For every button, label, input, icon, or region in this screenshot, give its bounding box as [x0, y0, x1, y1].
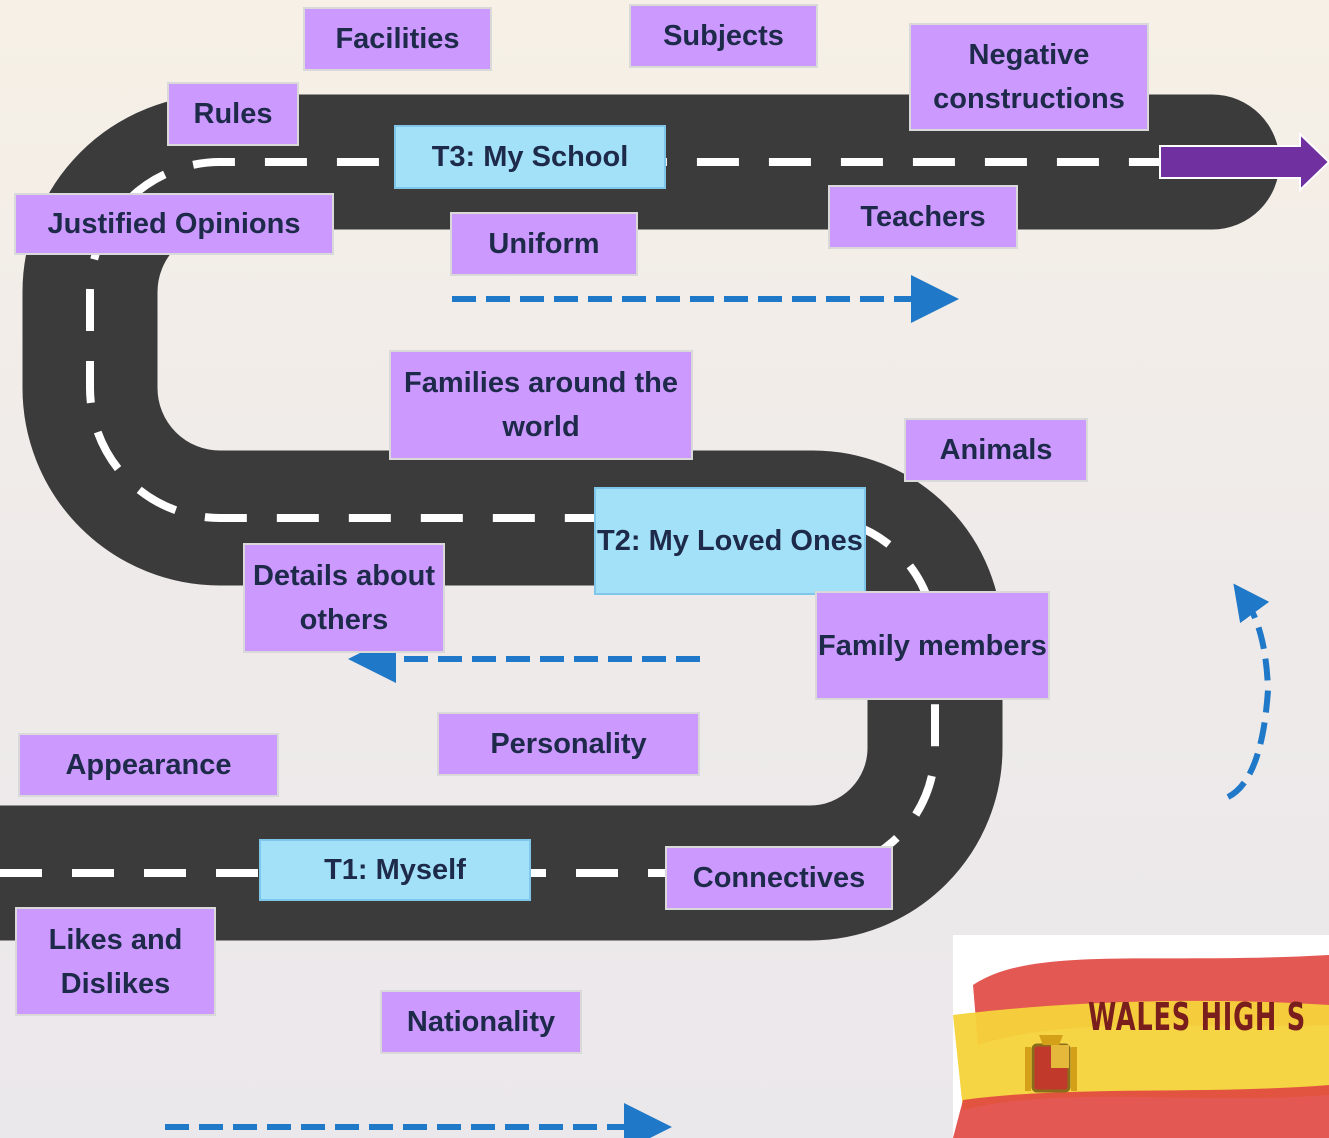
- term-label-t1: T1: Myself: [259, 839, 531, 901]
- term-label-t2: T2: My Loved Ones: [594, 487, 866, 595]
- topic-likes-and-dislikes: Likes and Dislikes: [15, 907, 216, 1016]
- school-name: WALES HIGH S: [1088, 995, 1306, 1039]
- direction-arrow-curved: [1226, 583, 1272, 800]
- topic-animals: Animals: [904, 418, 1088, 482]
- topic-connectives: Connectives: [665, 846, 893, 910]
- topic-family-members: Family members: [815, 591, 1050, 700]
- topic-families-around-the-world: Families around the world: [389, 350, 693, 460]
- topic-justified-opinions: Justified Opinions: [14, 193, 334, 255]
- topic-rules: Rules: [167, 82, 299, 146]
- topic-details-about-others: Details about others: [243, 543, 445, 653]
- coat-of-arms-icon: [1025, 1035, 1077, 1093]
- exit-arrow: [1159, 131, 1329, 193]
- topic-facilities: Facilities: [303, 7, 492, 71]
- topic-negative-constructions: Negative constructions: [909, 23, 1149, 131]
- topic-teachers: Teachers: [828, 185, 1018, 249]
- topic-personality: Personality: [437, 712, 700, 776]
- school-logo: WALES HIGH S: [953, 935, 1329, 1138]
- topic-subjects: Subjects: [629, 4, 818, 68]
- term-label-t3: T3: My School: [394, 125, 666, 189]
- topic-nationality: Nationality: [380, 990, 582, 1054]
- topic-uniform: Uniform: [450, 212, 638, 276]
- topic-appearance: Appearance: [18, 733, 279, 797]
